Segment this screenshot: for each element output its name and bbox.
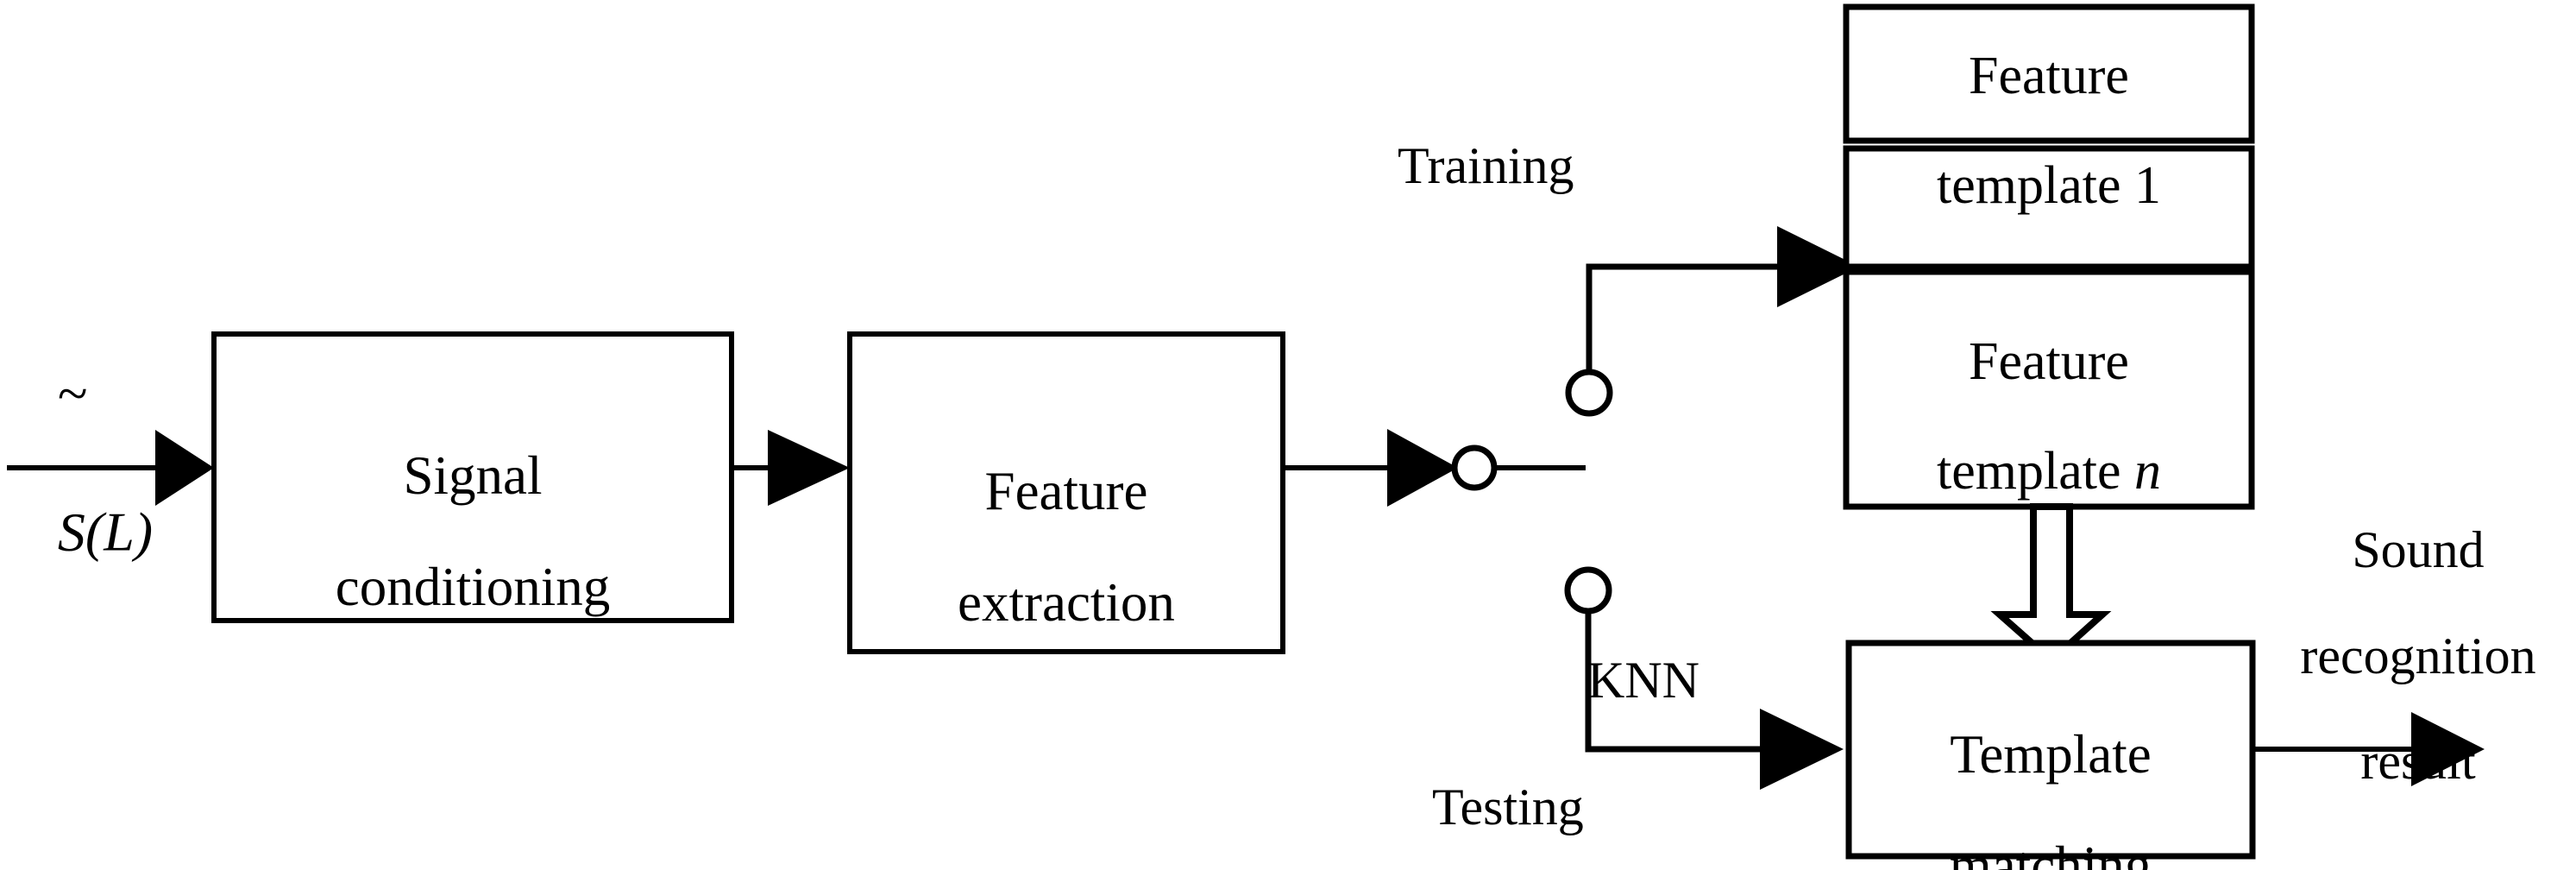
feature-extraction-line-2: extraction bbox=[958, 571, 1175, 633]
hollow-block-arrow-down bbox=[1990, 503, 2112, 665]
output-wire bbox=[2252, 712, 2485, 786]
feature-extraction-box bbox=[847, 331, 1285, 654]
feature-template-1-line-1: Feature bbox=[1969, 47, 2129, 106]
template-matching-label: Template matching bbox=[1849, 671, 2252, 870]
feature-template-box-1 bbox=[1843, 3, 2255, 144]
template-matching-line-1: Template bbox=[1950, 724, 2152, 785]
output-result-label: Sound recognition result bbox=[2260, 471, 2576, 841]
feature-extraction-label: Feature extraction bbox=[850, 408, 1283, 685]
output-result-line-1: Sound bbox=[2352, 521, 2485, 579]
feature-template-n-label: Feature template n bbox=[1846, 281, 2252, 553]
input-signal-label: ~ S (L) bbox=[10, 335, 200, 560]
feature-template-n-index: n bbox=[2133, 441, 2161, 501]
wire-extraction-to-switch bbox=[1283, 429, 1458, 507]
wire-training-branch bbox=[1586, 226, 1859, 372]
output-result-line-2: recognition bbox=[2300, 627, 2536, 684]
feature-template-ellipsis-label: … bbox=[2017, 224, 2081, 287]
signal-conditioning-box bbox=[211, 331, 734, 623]
switch-terminal-training bbox=[1565, 369, 1613, 417]
feature-template-1-label: Feature template 1 bbox=[1846, 0, 2252, 268]
mode-switch[interactable] bbox=[1451, 369, 1613, 615]
feature-template-stack bbox=[1843, 3, 2255, 510]
switch-pivot-node bbox=[1451, 444, 1498, 491]
template-matching-box bbox=[1845, 640, 2256, 860]
signal-conditioning-line-1: Signal bbox=[403, 445, 543, 507]
tilde-accent: ~ bbox=[57, 362, 88, 424]
wire-conditioning-to-extraction bbox=[732, 430, 850, 506]
input-wire bbox=[7, 430, 214, 506]
switch-terminal-testing bbox=[1564, 566, 1612, 615]
training-label: Training bbox=[1398, 137, 1574, 194]
feature-template-n-line-1: Feature bbox=[1969, 332, 2129, 392]
testing-label: Testing bbox=[1432, 779, 1584, 835]
feature-template-box-middle bbox=[1843, 145, 2255, 270]
signal-conditioning-line-2: conditioning bbox=[335, 556, 611, 617]
input-signal-arg: (L) bbox=[85, 501, 154, 563]
feature-template-1-line-2: template 1 bbox=[1937, 155, 2161, 215]
template-matching-line-2: matching bbox=[1949, 835, 2152, 870]
feature-template-n-line-2: template n bbox=[1846, 444, 2252, 499]
signal-conditioning-label: Signal conditioning bbox=[214, 393, 732, 670]
input-signal-base: S bbox=[57, 501, 85, 563]
knn-label: KNN bbox=[1587, 652, 1700, 709]
feature-extraction-line-1: Feature bbox=[984, 461, 1148, 522]
output-result-line-3: result bbox=[2360, 732, 2476, 790]
wire-testing-branch bbox=[1585, 611, 1844, 790]
feature-template-n-prefix: template bbox=[1937, 441, 2134, 501]
feature-template-box-n bbox=[1843, 268, 2255, 510]
